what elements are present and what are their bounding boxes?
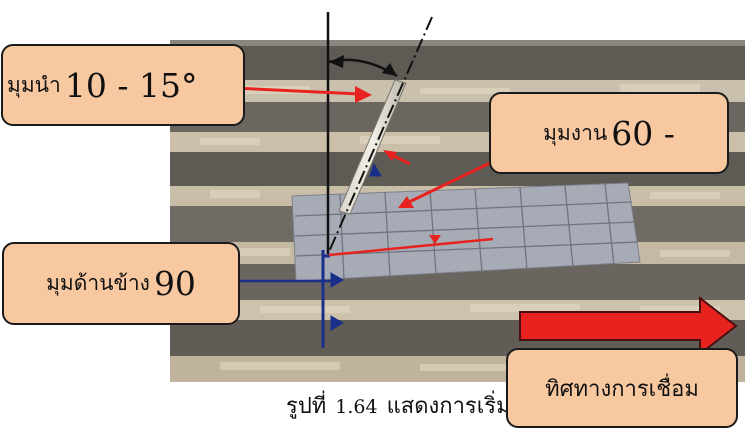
travel-direction-label: ทิศทางการเชื่อม bbox=[545, 376, 699, 402]
caption-prefix: รูปที่ bbox=[286, 394, 327, 419]
side-angle-value: 90 bbox=[153, 264, 196, 303]
travel-direction-arrow bbox=[519, 295, 738, 357]
lead-angle-arc bbox=[328, 55, 398, 78]
work-angle-value: 60 - bbox=[611, 113, 675, 153]
work-angle-label: มุมงาน bbox=[543, 120, 608, 145]
lead-angle-value: 10 - 15° bbox=[64, 65, 198, 105]
caption-number: 1.64 bbox=[335, 396, 378, 418]
side-angle-marks bbox=[321, 162, 382, 348]
side-angle-callout: มุมด้านข้าง 90 bbox=[2, 242, 240, 325]
travel-direction-callout: ทิศทางการเชื่อม bbox=[506, 348, 738, 428]
workpiece-plate bbox=[291, 182, 641, 282]
red-pointer-lines bbox=[233, 86, 495, 257]
side-angle-label: มุมด้านข้าง bbox=[46, 271, 150, 295]
lead-angle-callout: มุมนำ 10 - 15° bbox=[1, 44, 245, 126]
lead-angle-label: มุมนำ bbox=[7, 72, 61, 97]
work-angle-callout: มุมงาน 60 - bbox=[489, 92, 729, 174]
electrode-axis-line bbox=[327, 16, 433, 255]
figure-caption: รูปที่ 1.64 แสดงการเริ่มต้น bbox=[286, 388, 540, 423]
